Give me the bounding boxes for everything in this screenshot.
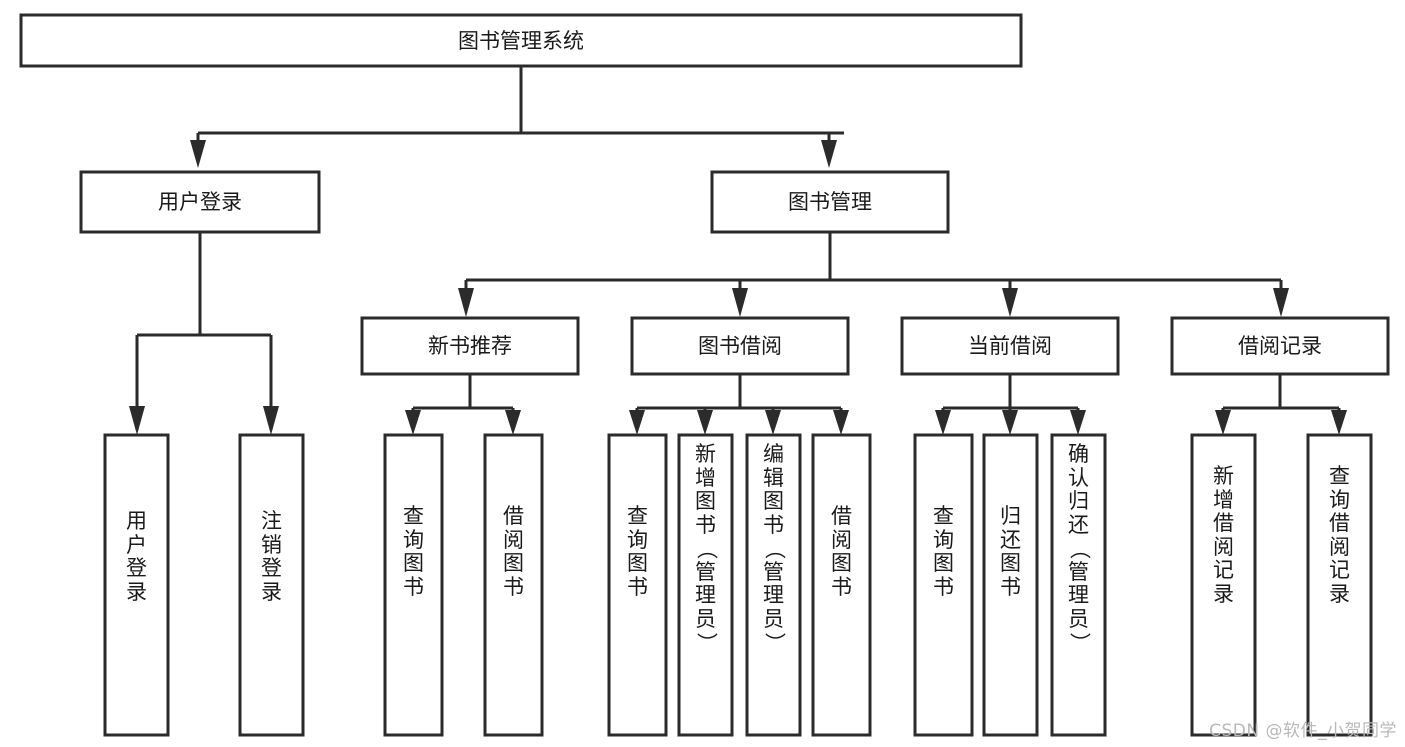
root-label: 图书管理系统	[458, 29, 584, 53]
node-new-book-rec[interactable]: 新书推荐	[360, 316, 580, 376]
connector-root-to-level1	[190, 66, 844, 168]
arrow-to-leaf-add-record	[1215, 410, 1231, 435]
arrow-to-leaf-borrow-book-1	[505, 410, 521, 435]
arrow-to-leaf-logout	[263, 406, 279, 435]
arrow-to-borrow-record	[1273, 288, 1289, 317]
arrow-to-leaf-query-record	[1331, 410, 1347, 435]
root-box[interactable]	[19, 13, 1023, 68]
book-manage-label: 图书管理	[788, 190, 872, 214]
arrow-to-leaf-add-book	[697, 410, 713, 435]
leaf-box-user-login[interactable]	[103, 433, 170, 737]
leaf-box-return-book[interactable]	[982, 433, 1039, 737]
arrow-to-leaf-return-book	[1002, 410, 1018, 435]
connector-book-manage-to-level2	[458, 232, 1289, 317]
leaf-box-borrow-book-2[interactable]	[811, 433, 872, 737]
current-borrow-label: 当前借阅	[968, 334, 1052, 358]
arrow-to-new-book-rec	[458, 288, 474, 317]
node-borrow-record[interactable]: 借阅记录	[1170, 316, 1390, 376]
leaf-box-edit-book[interactable]	[745, 433, 802, 737]
connector-current-borrow-to-leaves	[935, 374, 1086, 435]
leaf-box-query-record[interactable]	[1306, 433, 1373, 737]
arrow-to-leaf-confirm-return	[1070, 410, 1086, 435]
arrow-to-book-borrow	[732, 288, 748, 317]
connector-new-book-rec-to-leaves	[405, 374, 521, 435]
arrow-to-leaf-query-book-3	[935, 410, 951, 435]
connector-borrow-record-to-leaves	[1215, 374, 1347, 435]
book-borrow-label: 图书借阅	[698, 334, 782, 358]
leaf-box-add-book[interactable]	[677, 433, 734, 737]
user-login-label: 用户登录	[158, 190, 242, 214]
leaf-box-borrow-book-1[interactable]	[483, 433, 544, 737]
node-book-borrow[interactable]: 图书借阅	[630, 316, 850, 376]
leaf-box-confirm-return[interactable]	[1050, 433, 1107, 737]
arrow-to-leaf-query-book-1	[405, 410, 421, 435]
node-book-manage[interactable]: 图书管理	[710, 170, 950, 234]
arrow-to-leaf-edit-book	[765, 410, 781, 435]
user-login-box[interactable]	[79, 170, 321, 234]
node-current-borrow[interactable]: 当前借阅	[900, 316, 1120, 376]
leaf-box-add-record[interactable]	[1190, 433, 1257, 737]
node-user-login[interactable]: 用户登录	[79, 170, 321, 234]
current-borrow-box[interactable]	[900, 316, 1120, 376]
leaf-box-query-book-2[interactable]	[607, 433, 668, 737]
arrow-to-leaf-query-book-2	[629, 410, 645, 435]
leaf-box-query-book-3[interactable]	[913, 433, 974, 737]
arrow-to-book-manage	[821, 140, 837, 168]
arrow-to-current-borrow	[1002, 288, 1018, 317]
leaf-box-query-book-1[interactable]	[383, 433, 444, 737]
arrow-to-leaf-user-login	[129, 406, 145, 435]
leaf-box-logout[interactable]	[238, 433, 305, 737]
arrow-to-leaf-borrow-book-2	[833, 410, 849, 435]
node-root[interactable]: 图书管理系统	[19, 13, 1023, 68]
new-book-rec-box[interactable]	[360, 316, 580, 376]
new-book-rec-label: 新书推荐	[428, 334, 512, 358]
connector-book-borrow-to-leaves	[629, 374, 849, 435]
borrow-record-label: 借阅记录	[1238, 334, 1322, 358]
csdn-watermark: CSDN @软件_小贺同学	[1209, 721, 1397, 741]
arrow-to-user-login	[190, 140, 206, 168]
connector-user-login-to-leaves	[129, 232, 279, 435]
